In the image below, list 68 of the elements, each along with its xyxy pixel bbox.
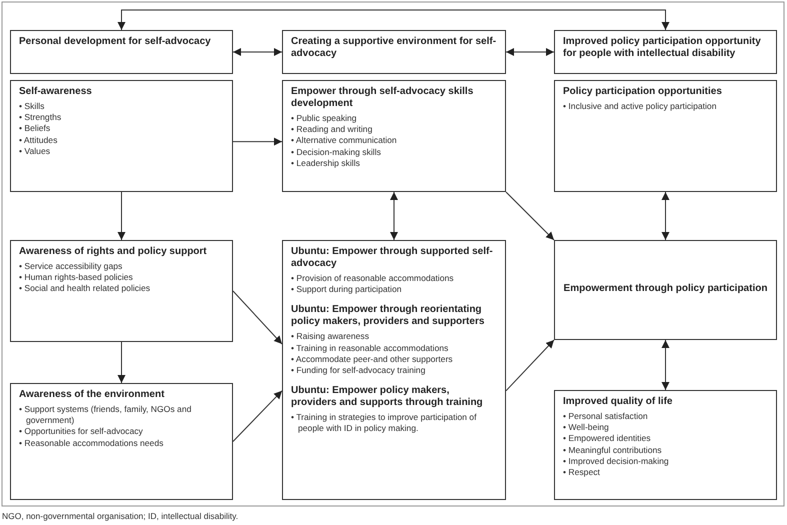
arrow xyxy=(118,192,126,240)
box-heading: Ubuntu: Empower through supported self-advocacy xyxy=(291,246,494,270)
bullet-item: • Public speaking xyxy=(291,113,358,124)
bullet-item: • Funding for self-advocacy training xyxy=(291,364,426,376)
arrow xyxy=(232,138,282,146)
process-box xyxy=(282,30,506,74)
caption: NGO, non-governmental organisation; ID, intellectual disability. xyxy=(2,511,238,521)
box-heading: Ubuntu: Empower policy makers, providers and supports through training xyxy=(291,385,484,410)
bullet-item: • Decision-making skills xyxy=(291,146,382,158)
process-box xyxy=(10,80,233,192)
bullet-item: • Training in strategies to improve participation of people with ID in policy making. xyxy=(291,412,478,434)
box-heading: Ubuntu: Empower through reorientating policy makers, providers and supporters xyxy=(291,304,486,328)
process-box xyxy=(554,240,777,340)
arrow xyxy=(506,340,554,392)
bullet-item: • Support during participation xyxy=(291,284,402,296)
arrow xyxy=(232,48,282,56)
box-heading: Empower through self-advocacy skills development xyxy=(291,86,474,110)
arrow xyxy=(232,290,282,344)
box-heading: Empowerment through policy participation xyxy=(564,282,768,294)
bullet-item: • Social and health related policies xyxy=(19,283,152,295)
bullet-item: • Respect xyxy=(563,466,601,478)
bullet-item: • Attitudes xyxy=(19,134,58,146)
bullet-item: • Training in reasonable accommodations xyxy=(291,342,450,354)
bullet-item: • Opportunities for self-advocacy xyxy=(19,426,144,438)
bullet-item: • Meaningful contributions xyxy=(563,444,663,456)
bullet-item: • Inclusive and active policy participation xyxy=(563,101,718,112)
bullet-item: • Empowered identities xyxy=(563,433,652,445)
bullet-item: • Service accessibility gaps xyxy=(19,261,124,272)
process-box xyxy=(10,383,233,500)
arrow xyxy=(662,192,670,240)
box-heading: Creating a supportive environment for self-advocacy xyxy=(291,36,497,60)
bullet-item: • Leadership skills xyxy=(291,158,361,169)
arrow xyxy=(232,390,282,442)
arrow xyxy=(390,192,398,240)
box-heading: Self-awareness xyxy=(19,86,93,98)
process-box xyxy=(282,80,506,192)
bullet-item: • Reading and writing xyxy=(291,124,374,136)
bullet-item: • Strengths xyxy=(19,112,62,124)
process-box xyxy=(10,30,233,74)
process-box xyxy=(554,390,777,500)
bullet-item: • Beliefs xyxy=(19,123,52,135)
box-heading: Awareness of rights and policy support xyxy=(19,246,208,258)
process-box xyxy=(554,80,777,192)
bullet-item: • Personal satisfaction xyxy=(563,411,649,422)
box-heading: Policy participation opportunities xyxy=(563,86,723,98)
arrow xyxy=(118,10,670,30)
bullet-item: • Skills xyxy=(19,101,46,112)
bullet-item: • Values xyxy=(19,146,52,157)
bullet-item: • Improved decision-making xyxy=(563,456,670,467)
bullet-item: • Provision of reasonable accommodations xyxy=(291,273,455,284)
process-box xyxy=(10,240,233,342)
process-box xyxy=(554,30,777,74)
bullet-item: • Alternative communication xyxy=(291,135,398,147)
bullet-item: • Raising awareness xyxy=(291,331,370,343)
arrow xyxy=(662,340,670,390)
process-box xyxy=(282,240,506,500)
arrow xyxy=(118,342,126,384)
box-heading: Improved quality of life xyxy=(563,396,674,408)
bullet-item: • Reasonable accommodations needs xyxy=(19,438,164,449)
bullet-item: • Support systems (friends, family, NGOs and government) xyxy=(19,404,192,426)
box-heading: Personal development for self-advocacy xyxy=(19,36,212,48)
bullet-item: • Well-being xyxy=(563,422,610,434)
box-heading: Awareness of the environment xyxy=(19,389,166,401)
box-heading: Improved policy participation opportunity for people with intellectual disability xyxy=(563,36,762,60)
arrow xyxy=(506,48,554,56)
bullet-item: • Accommodate peer-and other supporters xyxy=(291,354,454,365)
arrow xyxy=(506,192,554,240)
bullet-item: • Human rights-based policies xyxy=(19,272,134,284)
